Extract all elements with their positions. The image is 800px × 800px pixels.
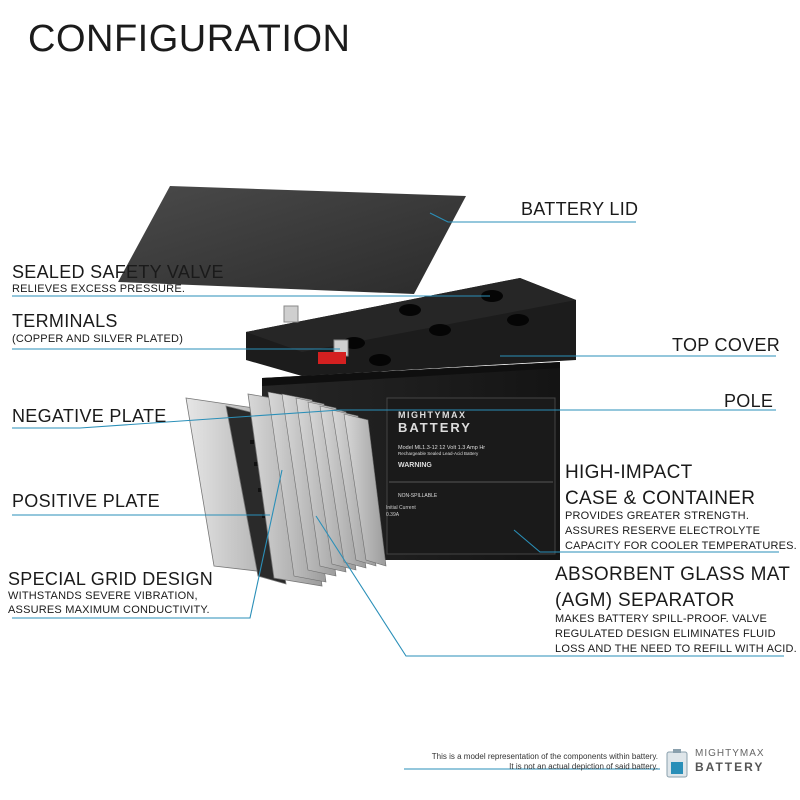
battery-label [386,397,556,555]
label-positive-plate: POSITIVE PLATE [12,491,160,511]
page-title: CONFIGURATION [28,18,351,60]
label-sealed-safety-valve-desc: RELIEVES EXCESS PRESSURE. [12,283,186,295]
cover-hole [399,304,421,316]
label-agm-desc2: REGULATED DESIGN ELIMINATES FLUID [555,628,776,640]
cover-hole [429,324,451,336]
cover-hole [369,354,391,366]
label-case-desc3: CAPACITY FOR COOLER TEMPERATURES. [565,540,797,552]
plate-stack [267,391,387,583]
label-terminals-desc: (COPPER AND SILVER PLATED) [12,333,184,345]
battery-lid [118,186,466,294]
cover-hole [481,290,503,302]
battery-side-label: Initial Current 0.39A [386,505,416,519]
label-special-grid-desc1: WITHSTANDS SEVERE VIBRATION, [8,590,198,602]
footer-brand-top: MIGHTYMAX [695,748,765,759]
label-special-grid-desc2: ASSURES MAXIMUM CONDUCTIVITY. [8,604,210,616]
footer-disclaimer-line2: It is not an actual depiction of said ba… [509,762,658,771]
battery-brand-top: MIGHTYMAX [398,410,467,420]
label-case-desc2: ASSURES RESERVE ELECTROLYTE [565,525,761,537]
label-agm-line1: ABSORBENT GLASS MAT [555,564,791,585]
label-top-cover: TOP COVER [672,335,781,355]
footer-brand-bottom: BATTERY [695,760,765,774]
label-pole: POLE [724,391,774,411]
battery-side-value: 0.39A [386,512,400,518]
label-agm-line2: (AGM) SEPARATOR [555,590,735,611]
label-battery-lid: BATTERY LID [521,199,639,219]
footer-disclaimer-line1: This is a model representation of the co… [431,752,658,761]
battery-warning: WARNING [398,462,432,469]
label-case-line1: HIGH-IMPACT [565,462,693,483]
terminal-negative [283,305,299,323]
label-agm-desc3: LOSS AND THE NEED TO REFILL WITH ACID. [555,643,797,655]
label-terminals: TERMINALS [12,311,118,331]
battery-model: Model ML1.3-12 12 Volt 1.3 Amp Hr [398,445,486,451]
battery-label-text: MIGHTYMAX BATTERY Model ML1.3-12 12 Volt… [398,410,548,499]
battery-side-text: Initial Current [386,505,416,511]
label-sealed-safety-valve: SEALED SAFETY VALVE [12,262,224,282]
battery-non-spillable: NON-SPILLABLE [398,493,438,499]
mightymax-battery-icon [666,749,688,778]
label-special-grid: SPECIAL GRID DESIGN [8,569,214,589]
label-case-desc1: PROVIDES GREATER STRENGTH. [565,510,750,522]
cover-hole [507,314,529,326]
label-agm-desc1: MAKES BATTERY SPILL-PROOF. VALVE [555,613,768,625]
leader-lines [12,212,784,770]
label-case-line2: CASE & CONTAINER [565,488,756,509]
label-negative-plate: NEGATIVE PLATE [12,406,167,426]
battery-brand-bottom: BATTERY [398,420,472,435]
battery-subtitle: Rechargeable Sealed Lead-Acid Battery [398,451,479,456]
terminal-red-cap [318,352,346,364]
